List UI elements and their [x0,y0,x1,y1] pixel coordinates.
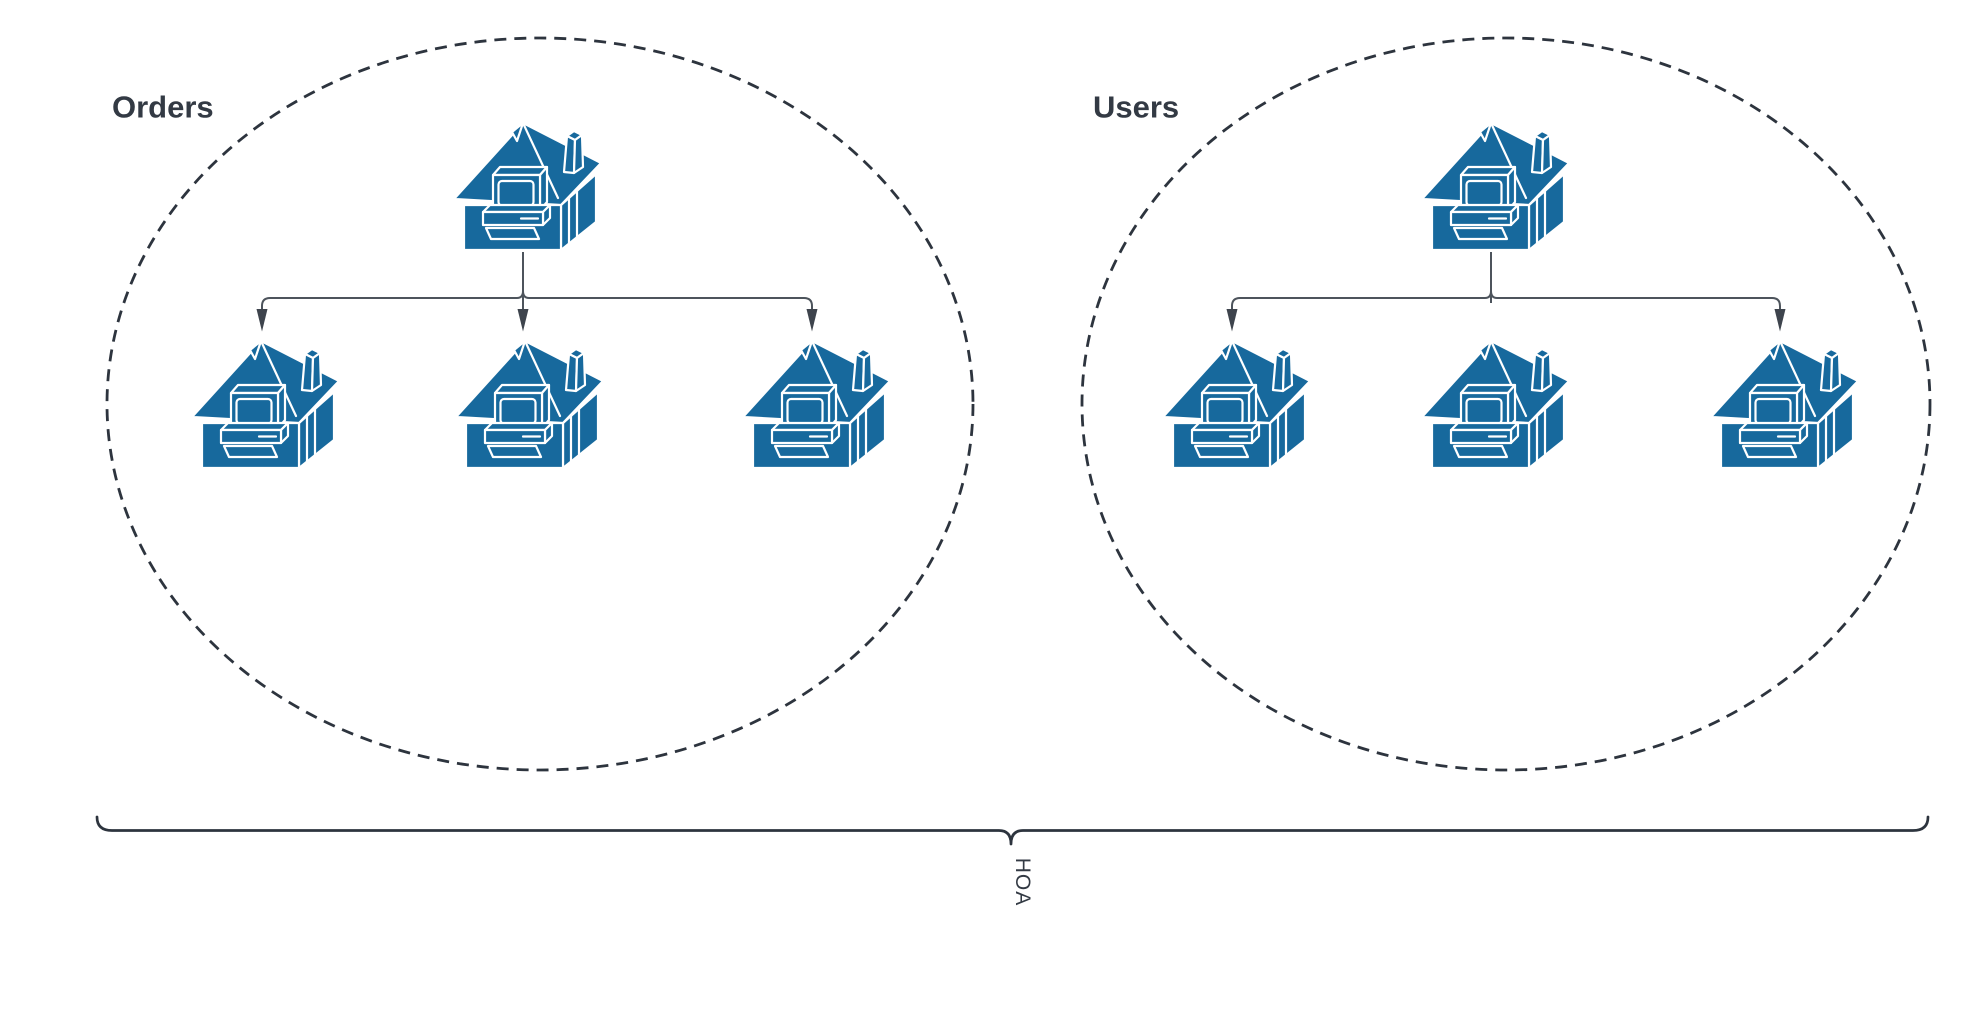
users-child-host-icon [1709,339,1860,470]
orders-child-host-icon [741,339,892,470]
orders-group-boundary [105,36,975,772]
users-tree [1161,121,1860,470]
users-child-host-icon [1161,339,1312,470]
users-branch-edge [1231,290,1781,310]
users-child-host-icon [1420,339,1571,470]
arrowhead-icon [1774,309,1786,332]
arrowhead-icon [1226,309,1238,332]
users-group-boundary [1080,36,1932,772]
users-group-label: Users [1093,90,1179,125]
orders-child-host-icon [190,339,341,470]
arrowhead-icon [517,309,529,332]
orders-child-host-icon [454,339,605,470]
arrowhead-icon [806,309,818,332]
arrowhead-icon [256,309,268,332]
orders-tree [190,121,892,470]
scope-underbrace [95,815,1930,846]
orders-branch-edge [261,290,813,310]
users-root-host-icon [1420,121,1571,252]
orders-group-label: Orders [112,90,214,125]
brace-label: HOA [1011,858,1034,907]
orders-root-host-icon [452,121,603,252]
